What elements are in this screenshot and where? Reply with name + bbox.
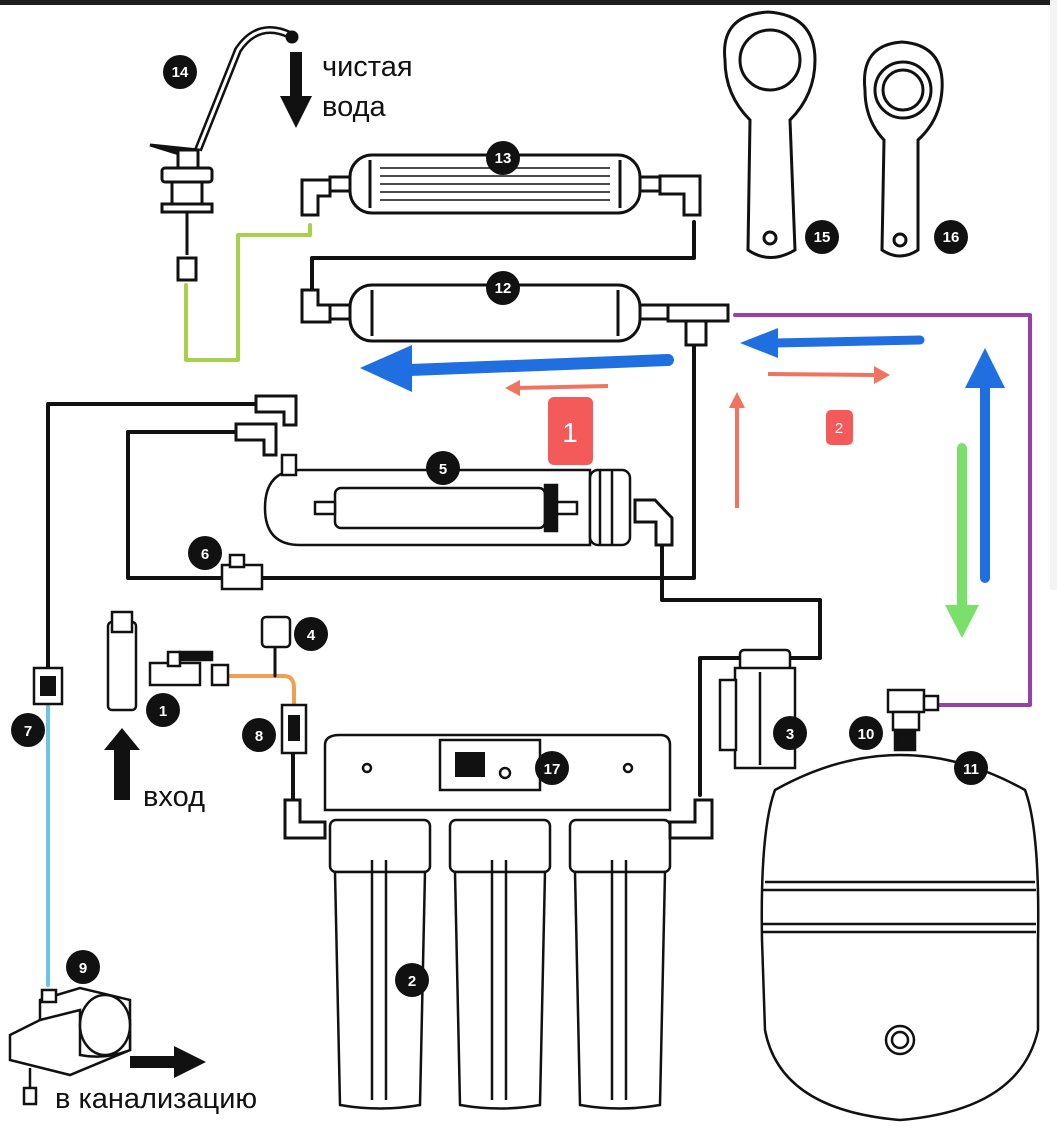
badge-16: 16: [934, 220, 968, 254]
badge-3: 3: [773, 716, 807, 750]
red-flow-arrow-right: [767, 372, 877, 377]
svg-text:11: 11: [963, 761, 979, 778]
badge-15: 15: [805, 220, 839, 254]
marker-2-label: 2: [835, 420, 843, 437]
drain-arrow: [130, 1046, 206, 1078]
pre-filter-canister-a: [328, 818, 432, 1110]
marker-2: 2: [826, 410, 853, 445]
tube-6-to-elbow: [126, 430, 242, 580]
badge-17: 17: [535, 751, 569, 785]
red-flow-arrow-left: [514, 384, 609, 390]
svg-text:6: 6: [201, 546, 209, 563]
elbow-lower-left: [234, 422, 278, 457]
clean-water-label-line1: чистая: [322, 51, 413, 83]
badge-9: 9: [66, 950, 100, 984]
clean-water-arrow: [280, 52, 312, 128]
tank-valve-10: [886, 688, 940, 752]
badge-5: 5: [426, 451, 460, 485]
faucet: [149, 26, 299, 282]
right-edge-strip: [1050, 0, 1057, 590]
badge-13: 13: [486, 141, 520, 175]
svg-text:17: 17: [544, 761, 561, 778]
pump-3: [718, 648, 797, 770]
blue-flow-arrowhead-up: [965, 348, 1005, 388]
svg-text:14: 14: [172, 64, 189, 81]
svg-text:12: 12: [495, 280, 512, 297]
fitting-13-left: [300, 178, 332, 217]
svg-text:5: 5: [439, 461, 447, 478]
membrane-housing-5: [263, 453, 632, 547]
inlet-valve-1: [106, 610, 230, 712]
fitting-12-left: [300, 288, 332, 324]
tube-orange-inlet: [226, 674, 296, 707]
tee-fitting-12: [666, 303, 730, 347]
tube-5-to-pump: [660, 543, 822, 660]
flow-restrictor-6: [220, 553, 264, 591]
svg-text:16: 16: [943, 229, 960, 246]
membrane-wrench-16: [862, 40, 944, 258]
number-badges: 14 13 12 15 16 5 6 4 1 7 8 3 10 17 11 9 …: [11, 55, 988, 997]
svg-text:2: 2: [408, 973, 416, 990]
marker-1: 1: [548, 397, 593, 465]
svg-text:9: 9: [79, 960, 87, 977]
elbow-membrane-out: [633, 498, 674, 547]
tube-green-faucet: [184, 223, 312, 362]
svg-text:3: 3: [786, 726, 794, 743]
svg-text:7: 7: [24, 723, 32, 740]
auto-shutoff-valve-4: [260, 615, 292, 649]
housing-fitting-out: [668, 798, 714, 840]
pre-filter-canister-c: [568, 818, 672, 1110]
check-valve-8: [280, 703, 308, 755]
badge-11: 11: [954, 751, 988, 785]
badge-14: 14: [163, 55, 197, 89]
blue-flow-arrow-left: [404, 354, 674, 376]
storage-tank-11: [760, 753, 1040, 1122]
tube-pump-to-housing: [698, 656, 742, 797]
housing-fitting-in: [283, 798, 327, 840]
tube-purple-tank: [733, 313, 1032, 707]
badge-6: 6: [188, 536, 222, 570]
svg-text:15: 15: [814, 229, 831, 246]
inlet-label: вход: [143, 781, 205, 813]
svg-text:4: 4: [307, 627, 316, 644]
inlet-arrow: [104, 728, 140, 800]
post-filter-12: [328, 283, 670, 343]
post-filter-13: [328, 153, 662, 215]
drain-saddle-9: [8, 986, 132, 1106]
badge-7: 7: [11, 713, 45, 747]
badge-4: 4: [294, 617, 328, 651]
tubing: [46, 220, 1032, 987]
svg-text:10: 10: [858, 726, 875, 743]
badge-10: 10: [849, 716, 883, 750]
tube-13-out-to-12: [310, 220, 696, 292]
badge-2: 2: [395, 963, 429, 997]
svg-text:13: 13: [495, 150, 512, 167]
pre-filter-block-2: [323, 733, 672, 812]
clean-water-label-line2: вода: [322, 91, 386, 123]
blue-flow-arrowhead-left: [360, 345, 412, 392]
blue-flow-arrow-short: [770, 335, 925, 348]
pre-filter-canister-b: [448, 818, 552, 1110]
drain-valve-7: [32, 666, 64, 706]
blue-flow-arrowhead-short: [740, 328, 778, 358]
top-bar: [0, 0, 1057, 5]
marker-1-label: 1: [562, 417, 578, 448]
flow-arrows: [360, 328, 1005, 638]
svg-text:1: 1: [159, 703, 167, 720]
green-flow-arrowhead-down: [945, 605, 979, 638]
badge-8: 8: [242, 718, 276, 752]
fitting-13-right: [658, 174, 702, 217]
tube-12-tee-to-6: [260, 333, 696, 580]
badge-12: 12: [486, 271, 520, 305]
badge-1: 1: [146, 693, 180, 727]
housing-wrench-15: [723, 10, 817, 259]
tube-elbow-to-7: [46, 402, 258, 670]
drain-label: в канализацию: [55, 1083, 257, 1115]
elbow-upper-left: [254, 394, 298, 427]
svg-text:8: 8: [255, 728, 263, 745]
